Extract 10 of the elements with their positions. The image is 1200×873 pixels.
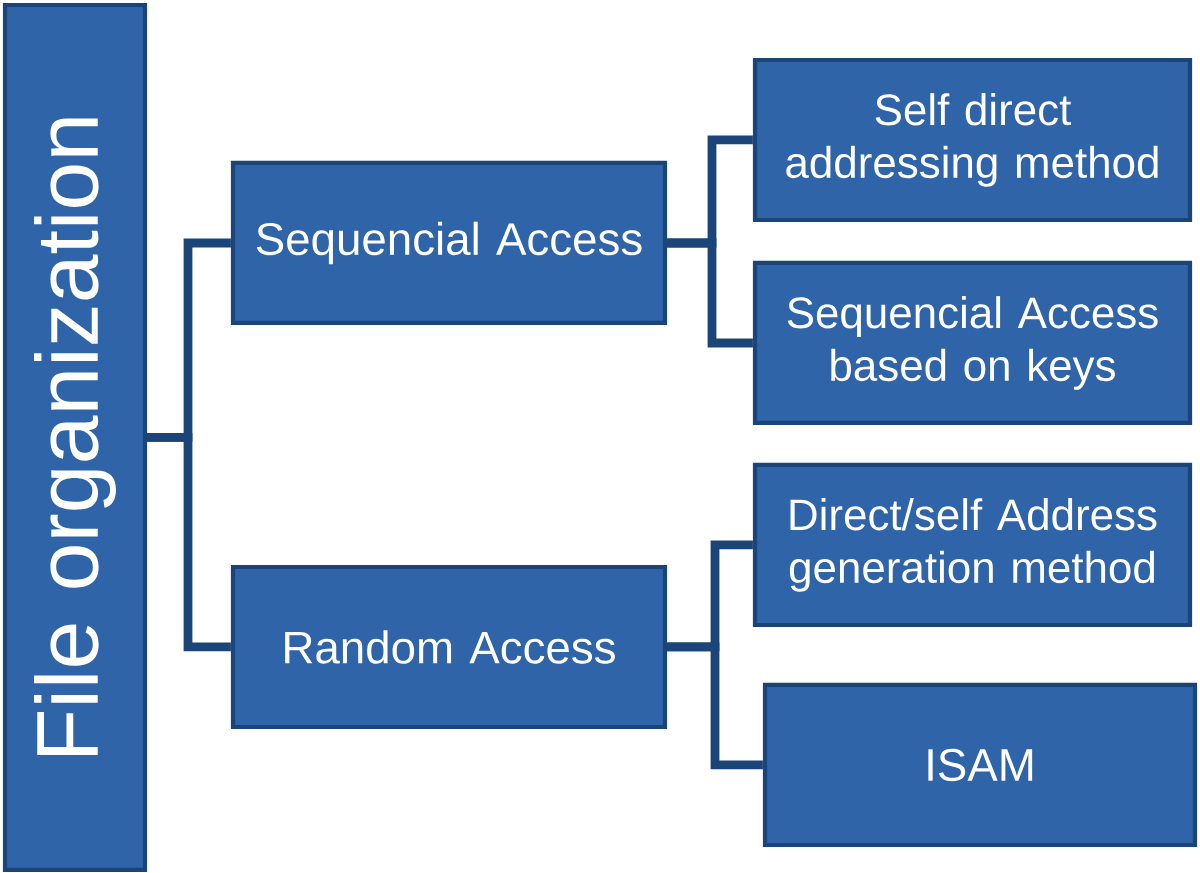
connector-line [667,238,753,348]
process-box: Sequencial Access based on keys [752,260,1193,426]
process-box: Direct/self Address generation method [752,462,1193,628]
process-box: Sequencial Access [230,160,668,326]
process-box: ISAM [762,682,1198,848]
process-box: Random Access [230,564,668,730]
connector-line [667,642,763,770]
title-box: File organization [2,2,148,873]
process-box: Self direct addressing method [752,57,1193,223]
connector-line [147,433,231,652]
